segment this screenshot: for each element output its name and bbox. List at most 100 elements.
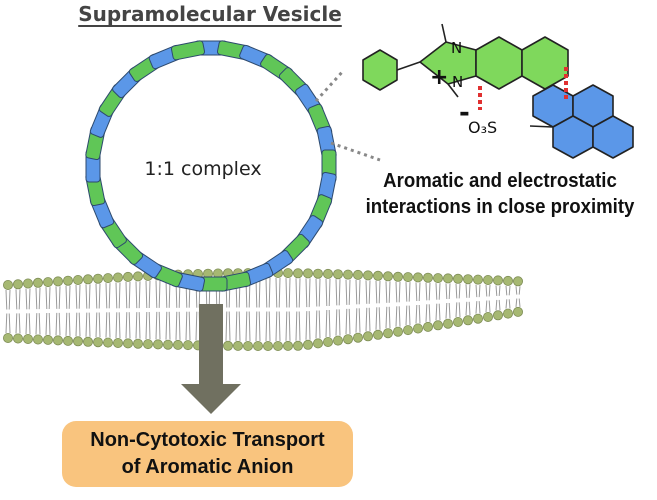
lipid-tail <box>245 311 248 342</box>
lipid-tail <box>285 311 288 341</box>
pyrene-ring-4 <box>592 115 634 159</box>
pyrene-anion <box>529 84 634 159</box>
lipid-tail <box>115 282 118 309</box>
lipid-head <box>3 279 13 290</box>
lipid-head <box>442 273 453 284</box>
lipid-head <box>22 278 33 289</box>
lipid-tail <box>358 308 361 333</box>
lipid-tail <box>185 311 188 341</box>
lipid-tail <box>8 313 11 334</box>
naphthalene-ring-1 <box>475 36 523 90</box>
lipid-tail <box>488 284 491 297</box>
lipid-head <box>322 268 333 279</box>
lipid-head <box>12 333 23 344</box>
n-upper-label: N <box>451 39 462 57</box>
lipid-tail <box>55 312 58 336</box>
lipid-tail <box>455 283 458 299</box>
lipid-tail <box>175 311 178 340</box>
lipid-tail <box>448 302 451 319</box>
lipid-tail <box>428 304 431 322</box>
lipid-tail <box>415 282 418 302</box>
lipid-tail <box>38 287 41 310</box>
lipid-head <box>513 306 524 317</box>
interaction-lines <box>478 67 568 110</box>
lipid-head <box>432 320 443 331</box>
lipid-head <box>432 273 443 284</box>
lipid-head <box>352 269 363 280</box>
lipid-tail <box>5 313 8 334</box>
lipid-head <box>282 340 293 351</box>
lipid-tail <box>365 307 368 332</box>
lipid-tail <box>248 311 251 342</box>
lipid-head <box>513 276 524 287</box>
lipid-head <box>312 268 323 279</box>
lipid-tail <box>438 303 441 321</box>
lipid-head <box>352 332 363 343</box>
n-lower-label: N <box>452 73 463 91</box>
lipid-tail <box>258 311 261 342</box>
lipid-tail <box>145 311 148 340</box>
lipid-head <box>113 337 124 348</box>
lipid-head <box>232 340 243 351</box>
lipid-tail <box>85 312 88 337</box>
lipid-tail <box>148 311 151 340</box>
lipid-tail <box>318 278 321 307</box>
lipid-head <box>462 274 473 285</box>
lipid-tail <box>475 301 478 314</box>
lipid-head <box>332 269 343 280</box>
lipid-tail <box>468 301 471 316</box>
lipid-tail <box>275 277 278 308</box>
interaction-caption-line-1: Aromatic and electrostatic <box>383 170 617 192</box>
lipid-tail <box>125 312 128 339</box>
lipid-tail <box>425 282 428 301</box>
lipid-tail <box>255 311 258 342</box>
lipid-tail <box>168 311 171 340</box>
lipid-tail <box>435 283 438 300</box>
lipid-head <box>392 271 403 282</box>
lipid-head <box>342 269 353 280</box>
lipid-tail <box>398 281 401 303</box>
lipid-tail <box>308 311 311 340</box>
lipid-tail <box>28 313 31 335</box>
lipid-tail <box>48 312 51 335</box>
lipid-tail <box>128 281 131 309</box>
lipid-tail <box>58 312 61 336</box>
lipid-tail <box>305 311 308 340</box>
lipid-tail <box>355 279 358 305</box>
lipid-tail <box>498 285 501 296</box>
lipid-head <box>382 271 393 282</box>
result-line-2: of Aromatic Anion <box>121 456 294 478</box>
lipid-tail <box>398 306 401 327</box>
lipid-tail <box>58 286 61 309</box>
lipid-tail <box>465 301 468 316</box>
lipid-tail <box>128 312 131 339</box>
lipid-tail <box>278 277 281 308</box>
lipid-tail <box>285 278 288 308</box>
lipid-head <box>452 273 463 284</box>
lipid-tail <box>368 280 371 304</box>
lipid-tail <box>495 285 498 296</box>
lipid-tail <box>378 307 381 330</box>
lipid-head <box>382 328 393 339</box>
lipid-tail <box>328 309 331 338</box>
lipid-tail <box>305 278 308 308</box>
lipid-bilayer <box>3 267 524 351</box>
lipid-head <box>302 268 313 279</box>
lipid-tail <box>35 287 38 310</box>
lipid-tail <box>418 304 421 324</box>
lipid-tail <box>98 283 101 309</box>
lipid-tail <box>265 277 268 308</box>
lipid-tail <box>28 288 31 310</box>
lipid-head <box>152 339 163 350</box>
lipid-head <box>402 272 413 283</box>
lipid-head <box>302 339 313 350</box>
lipid-tail <box>5 289 8 310</box>
lipid-tail <box>118 312 121 339</box>
plus-charge: + <box>430 65 448 90</box>
lipid-tail <box>48 287 51 310</box>
lipid-head <box>342 334 353 345</box>
lipid-head <box>222 340 233 351</box>
lipid-tail <box>345 279 348 305</box>
lipid-tail <box>275 311 278 342</box>
lipid-tail <box>318 310 321 339</box>
